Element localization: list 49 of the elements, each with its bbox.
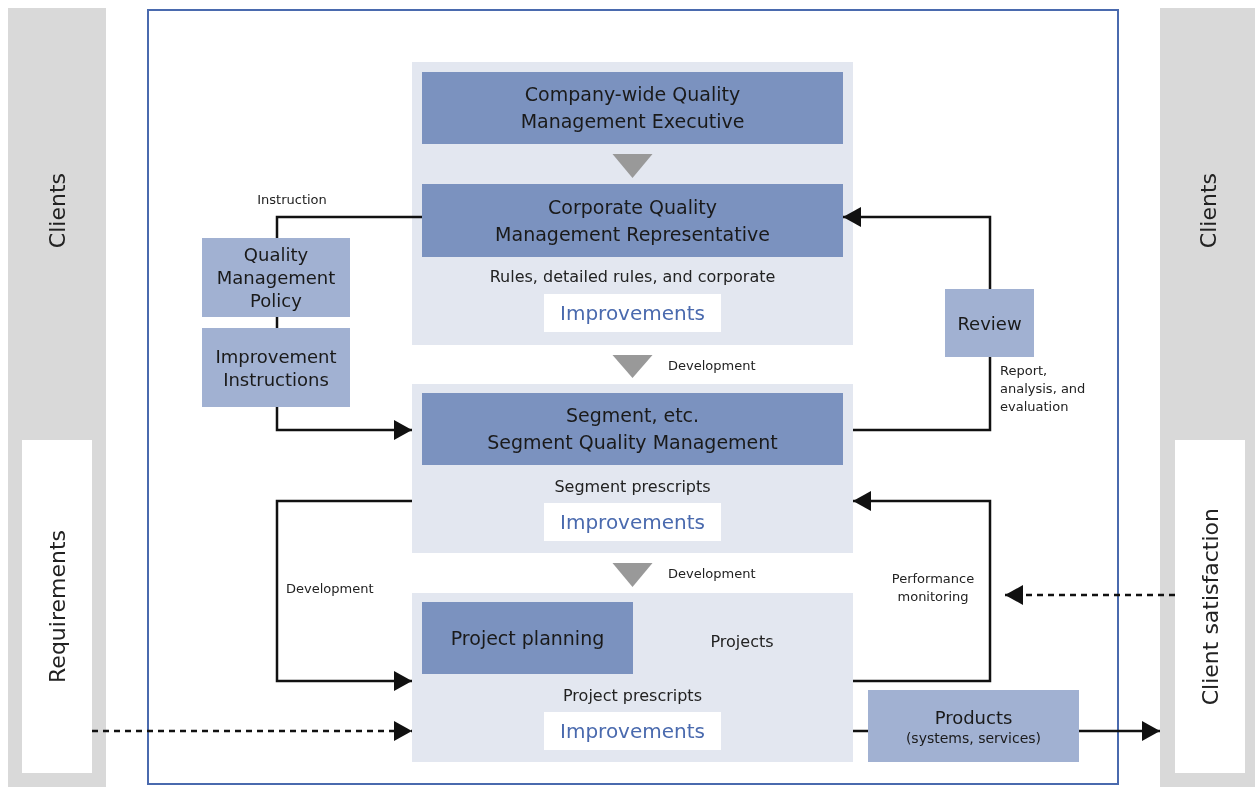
role-box	[422, 72, 843, 144]
box-label: Improvements	[560, 510, 705, 534]
box-label: Company-wide Quality Management Executive	[519, 82, 746, 134]
panel-label: Project prescripts	[562, 686, 703, 706]
improvements-box	[544, 503, 721, 541]
side-label: Clients	[1195, 173, 1220, 249]
connector-arrow	[843, 207, 992, 289]
level-panel	[412, 62, 853, 345]
box-label: Corporate Quality Management Representative	[494, 194, 771, 247]
improvements-box	[544, 712, 721, 750]
side-label: Clients	[44, 173, 70, 249]
panel-label: Projects	[709, 632, 775, 652]
document-box	[202, 328, 350, 407]
improvements-box	[544, 294, 721, 332]
side-label: Requirements	[44, 530, 70, 683]
connector-arrow	[853, 491, 992, 683]
role-box	[422, 184, 843, 257]
side-label-box	[1175, 440, 1245, 773]
dashed-arrow	[92, 721, 412, 741]
box-label: Improvements	[560, 719, 705, 743]
side-band	[8, 8, 106, 787]
document-box	[202, 238, 350, 317]
output-box	[868, 690, 1079, 762]
box-label: Improvement Instructions	[214, 344, 338, 391]
panel-label: Segment prescripts	[553, 477, 712, 497]
connector-arrow	[275, 499, 412, 691]
connector-arrow	[275, 407, 412, 440]
box-label: Quality Management Policy	[215, 243, 337, 312]
role-box	[422, 393, 843, 465]
connector-arrow	[1079, 721, 1160, 741]
level-panel	[412, 593, 853, 762]
level-panel	[412, 384, 853, 553]
side-label: Client satisfaction	[1197, 507, 1223, 706]
box-label: Segment, etc.	[565, 403, 700, 428]
box-label: Project planning	[450, 625, 605, 651]
panel-label: Rules, detailed rules, and corporate	[488, 267, 777, 287]
dashed-arrow	[1005, 585, 1175, 605]
chevron-arrow	[612, 355, 653, 378]
review-box	[945, 289, 1034, 357]
chevron-arrow	[612, 563, 653, 587]
role-box	[422, 602, 633, 674]
box-label: Improvements	[560, 301, 705, 325]
box-label: Segment Quality Management	[487, 430, 778, 455]
side-label-box	[22, 440, 92, 773]
box-sublabel: (systems, services)	[905, 728, 1042, 747]
box-label: Review	[957, 311, 1022, 335]
box-label: Products	[934, 705, 1013, 729]
side-band	[1160, 8, 1255, 787]
chevron-arrow	[612, 154, 653, 178]
